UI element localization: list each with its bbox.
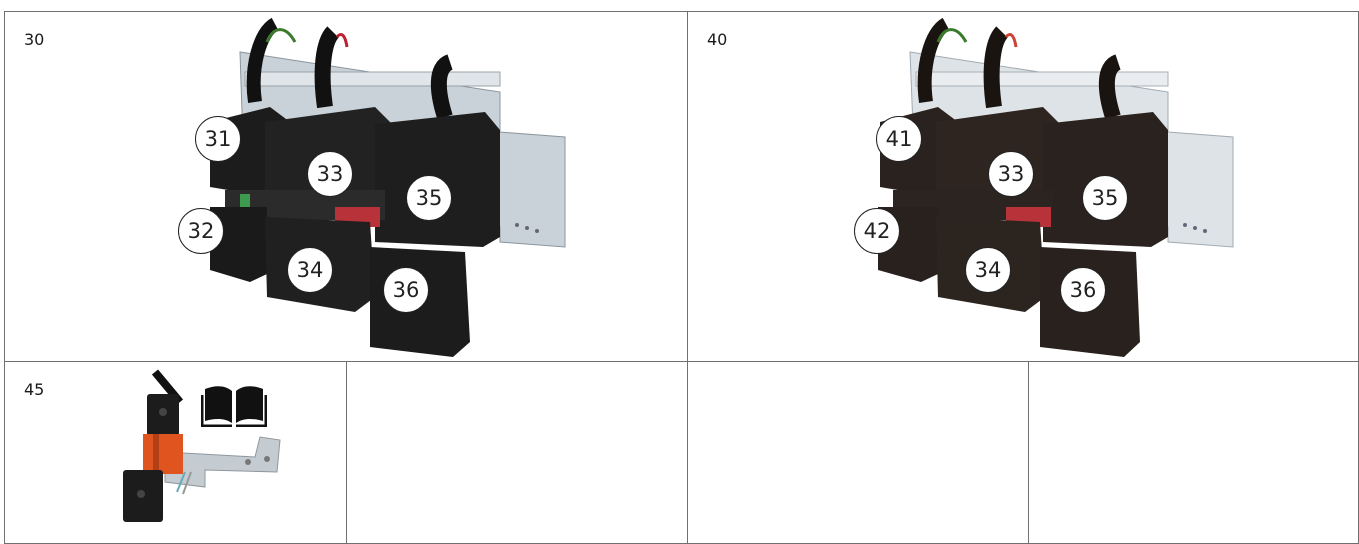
fuse-holder-assembly-image bbox=[210, 17, 566, 357]
callout-36: 36 bbox=[383, 267, 429, 313]
callout-35: 35 bbox=[1082, 175, 1128, 221]
callout-42: 42 bbox=[854, 208, 900, 254]
figure-cell-empty-2 bbox=[687, 361, 1029, 544]
callout-33: 33 bbox=[307, 151, 353, 197]
figure-cell-45: 45 bbox=[4, 361, 347, 544]
figure-cell-empty-3 bbox=[1028, 361, 1359, 544]
connector-bracket-image bbox=[123, 369, 281, 522]
callout-34: 34 bbox=[287, 247, 333, 293]
figure-cell-40: 40 41 42 33 34 35 36 bbox=[687, 11, 1359, 362]
figure-label: 45 bbox=[24, 380, 45, 399]
callout-34: 34 bbox=[965, 247, 1011, 293]
callout-41: 41 bbox=[876, 116, 922, 162]
callout-36: 36 bbox=[1060, 267, 1106, 313]
callout-35: 35 bbox=[406, 175, 452, 221]
figure-cell-empty-1 bbox=[346, 361, 688, 544]
figure-label: 40 bbox=[707, 30, 728, 49]
open-book-icon bbox=[201, 386, 267, 427]
figure-label: 30 bbox=[24, 30, 45, 49]
callout-31: 31 bbox=[195, 116, 241, 162]
callout-32: 32 bbox=[178, 208, 224, 254]
figure-cell-30: 30 31 32 33 34 3 bbox=[4, 11, 688, 362]
callout-33: 33 bbox=[988, 151, 1034, 197]
